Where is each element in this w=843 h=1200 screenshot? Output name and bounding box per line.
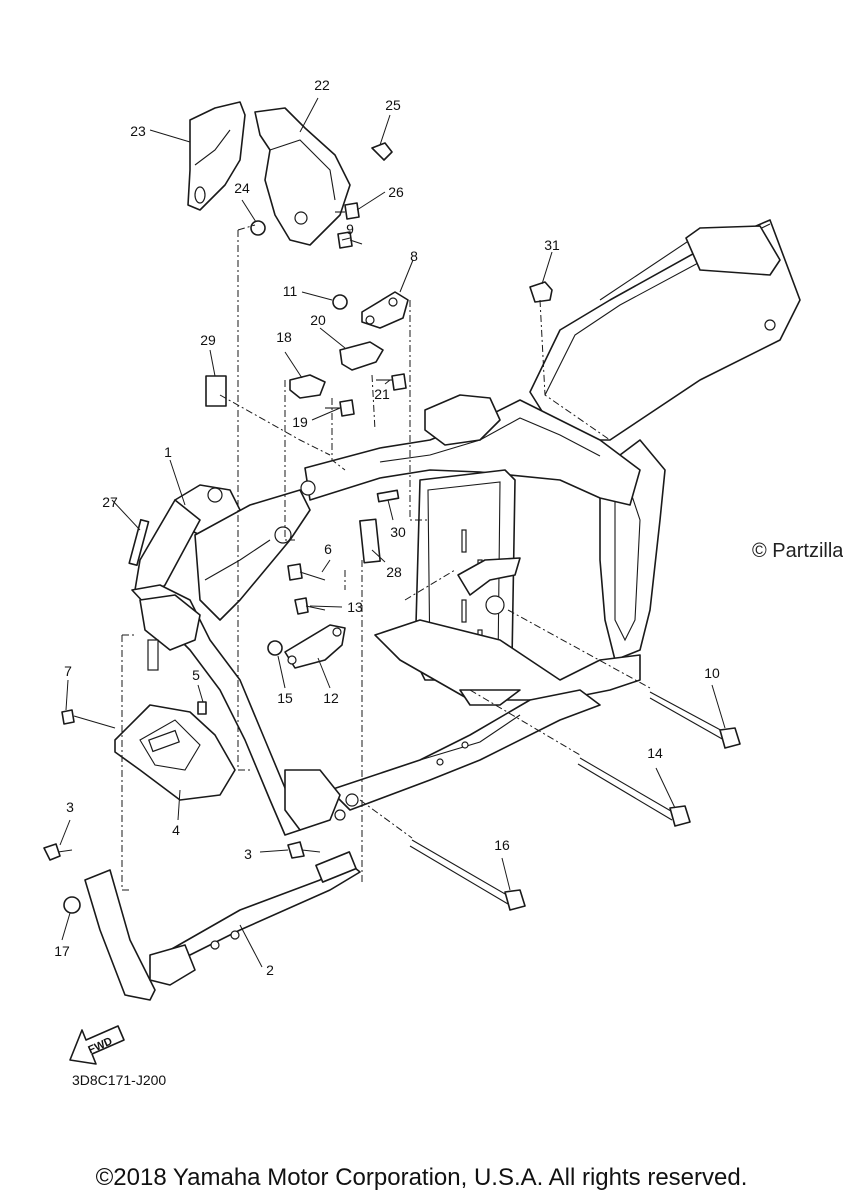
callout-26: 26 — [388, 184, 404, 200]
callout-10: 10 — [704, 665, 720, 681]
callout-3-center: 3 — [244, 846, 252, 862]
callout-16: 16 — [494, 837, 510, 853]
fwd-arrow-icon: FWD — [69, 1025, 125, 1065]
main-frame — [131, 219, 801, 836]
part-27-tape — [128, 518, 150, 567]
callout-20: 20 — [310, 312, 326, 328]
copyright-notice: ©2018 Yamaha Motor Corporation, U.S.A. A… — [95, 1164, 748, 1191]
callout-23: 23 — [130, 123, 146, 139]
callout-25: 25 — [385, 97, 401, 113]
watermark-text: © Partzilla — [752, 540, 843, 562]
callout-7: 7 — [64, 663, 72, 679]
part-29-label — [205, 375, 227, 407]
leader-lines — [59, 97, 726, 968]
callout-2: 2 — [266, 962, 274, 978]
callout-30: 30 — [390, 524, 406, 540]
part-4-bracket — [114, 704, 236, 801]
callout-4: 4 — [172, 822, 180, 838]
drawing-code: 3D8C171-J200 — [72, 1072, 167, 1088]
callout-11: 11 — [283, 283, 298, 299]
callout-5: 5 — [192, 667, 200, 683]
bolts — [43, 142, 741, 914]
part-23-cover — [187, 101, 246, 211]
callout-13: 13 — [347, 599, 363, 615]
callout-29: 29 — [200, 332, 216, 348]
part-22-cover — [254, 107, 351, 246]
part-28-pad — [359, 518, 381, 564]
callout-3-left: 3 — [66, 799, 74, 815]
part-20-clamp — [339, 341, 384, 371]
callout-27: 27 — [102, 494, 118, 510]
callout-6: 6 — [324, 541, 332, 557]
callout-19: 19 — [292, 414, 308, 430]
callout-28: 28 — [386, 564, 402, 580]
callout-9: 9 — [346, 221, 354, 237]
callout-18: 18 — [276, 329, 292, 345]
callout-17: 17 — [54, 943, 70, 959]
callout-numbers: 1 2 3 3 4 5 6 7 8 9 10 11 12 13 14 15 16… — [54, 77, 720, 978]
alignment-lines — [121, 224, 651, 891]
part-2-cross-tube — [84, 851, 361, 1001]
callout-31: 31 — [544, 237, 560, 253]
callout-8: 8 — [410, 248, 418, 264]
callout-24: 24 — [234, 180, 250, 196]
part-8-plate — [361, 291, 409, 329]
callout-21: 21 — [374, 386, 390, 402]
callout-22: 22 — [314, 77, 330, 93]
part-12-plate — [284, 624, 346, 669]
callout-1: 1 — [164, 444, 172, 460]
callout-12: 12 — [323, 690, 339, 706]
part-31-cap — [529, 281, 553, 303]
part-30-pad — [376, 489, 400, 503]
callout-14: 14 — [647, 745, 663, 761]
part-5-pin — [197, 701, 207, 715]
callout-15: 15 — [277, 690, 293, 706]
part-18-clamp — [289, 374, 326, 399]
